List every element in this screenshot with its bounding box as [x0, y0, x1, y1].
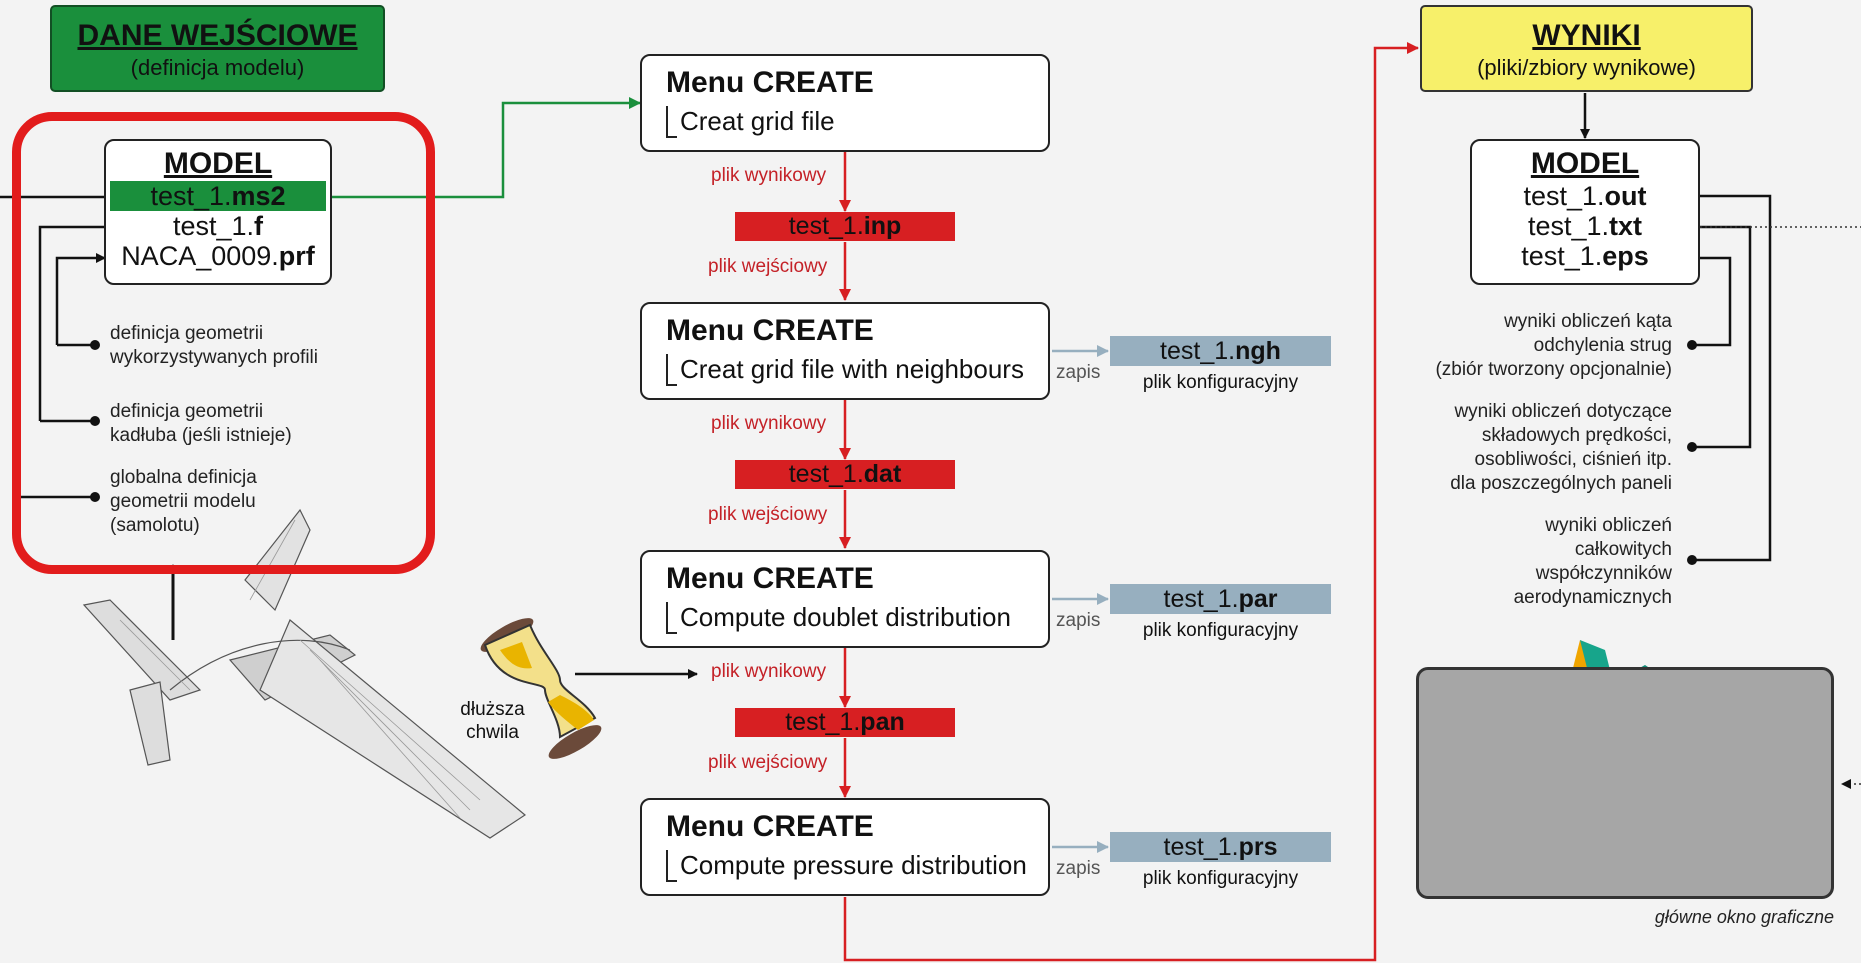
label-config-1: plik konfiguracyjny	[1142, 372, 1299, 393]
label-input-file-3: plik wejściowy	[708, 752, 828, 773]
input-file-prf: NACA_0009.prf	[121, 241, 315, 271]
menu-label: Menu CREATE	[666, 810, 874, 843]
input-header-subtitle: (definicja modelu)	[130, 55, 305, 80]
menu-action: Compute pressure distribution	[680, 850, 1027, 880]
input-header: DANE WEJŚCIOWE (definicja modelu)	[50, 5, 385, 92]
label-output-file-3: plik wynikowy	[711, 661, 827, 682]
menu-action: Compute doublet distribution	[680, 602, 1011, 632]
aircraft-wireframe	[82, 508, 527, 839]
label-input-file-1: plik wejściowy	[708, 256, 828, 277]
output-file-txt: test_1.txt	[1527, 211, 1643, 241]
config-file-ngh: test_1.ngh	[1110, 336, 1331, 366]
output-model-box: MODEL test_1.out test_1.txt test_1.eps	[1470, 139, 1700, 285]
output-file-eps: test_1.eps	[1521, 241, 1649, 271]
input-model-box: MODEL test_1.ms2 test_1.f NACA_0009.prf	[104, 139, 332, 285]
intermediate-file-pan: test_1.pan	[735, 708, 955, 737]
label-output-file-2: plik wynikowy	[711, 413, 827, 434]
output-header-subtitle: (pliki/zbiory wynikowe)	[1477, 55, 1696, 80]
label-save-1: zapis	[1056, 362, 1101, 383]
label-save-3: zapis	[1056, 858, 1101, 879]
arrow-to-results	[843, 42, 1419, 962]
label-config-2: plik konfiguracyjny	[1142, 620, 1299, 641]
input-file-f: test_1.f	[172, 211, 264, 241]
output-header-title: WYNIKI	[1532, 19, 1641, 52]
output-file-out: test_1.out	[1523, 181, 1647, 211]
intermediate-file-inp: test_1.inp	[735, 212, 955, 241]
step-menu-3: Menu CREATE Compute doublet distribution	[640, 550, 1050, 648]
config-file-prs: test_1.prs	[1110, 832, 1331, 862]
menu-action: Creat grid file with neighbours	[680, 354, 1024, 384]
menu-action: Creat grid file	[680, 106, 835, 136]
arrow-profile-def	[55, 253, 106, 345]
label-input-file-2: plik wejściowy	[708, 504, 828, 525]
main-window-caption: główne okno graficzne	[1654, 907, 1834, 927]
hourglass-icon	[480, 618, 602, 759]
menu-label: Menu CREATE	[666, 314, 874, 347]
input-model-title: MODEL	[163, 147, 273, 180]
step-menu-1: Menu CREATE Creat grid file	[640, 54, 1050, 152]
input-file-ms2: test_1.ms2	[110, 181, 326, 211]
menu-label: Menu CREATE	[666, 562, 874, 595]
menu-label: Menu CREATE	[666, 66, 874, 99]
step-menu-4: Menu CREATE Compute pressure distributio…	[640, 798, 1050, 896]
config-file-par: test_1.par	[1110, 584, 1331, 614]
main-graphic-window	[1416, 667, 1834, 899]
intermediate-file-dat: test_1.dat	[735, 460, 955, 489]
input-highlight-frame	[12, 112, 435, 574]
output-model-title: MODEL	[1530, 147, 1640, 180]
arrow-ms2-to-menu	[330, 97, 641, 199]
label-output-file-1: plik wynikowy	[711, 165, 827, 186]
output-header: WYNIKI (pliki/zbiory wynikowe)	[1420, 5, 1753, 92]
label-config-3: plik konfiguracyjny	[1142, 868, 1299, 889]
step-menu-2: Menu CREATE Creat grid file with neighbo…	[640, 302, 1050, 400]
label-save-2: zapis	[1056, 610, 1101, 631]
input-header-title: DANE WEJŚCIOWE	[77, 19, 358, 52]
